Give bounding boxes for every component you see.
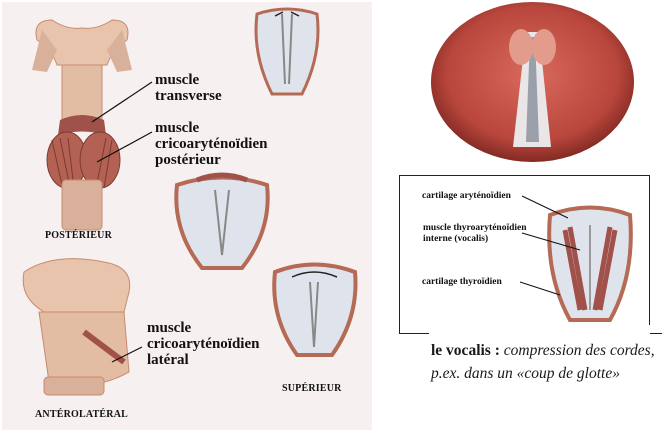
caption-bold: le vocalis :	[431, 342, 500, 359]
vocalis-caption: le vocalis : compression des cordes, p.e…	[431, 339, 661, 385]
label-cartilage-thyroidien: cartilage thyroïdien	[422, 277, 502, 288]
label-cartilage-arytenoidien: cartilage aryténoïdien	[422, 191, 511, 202]
